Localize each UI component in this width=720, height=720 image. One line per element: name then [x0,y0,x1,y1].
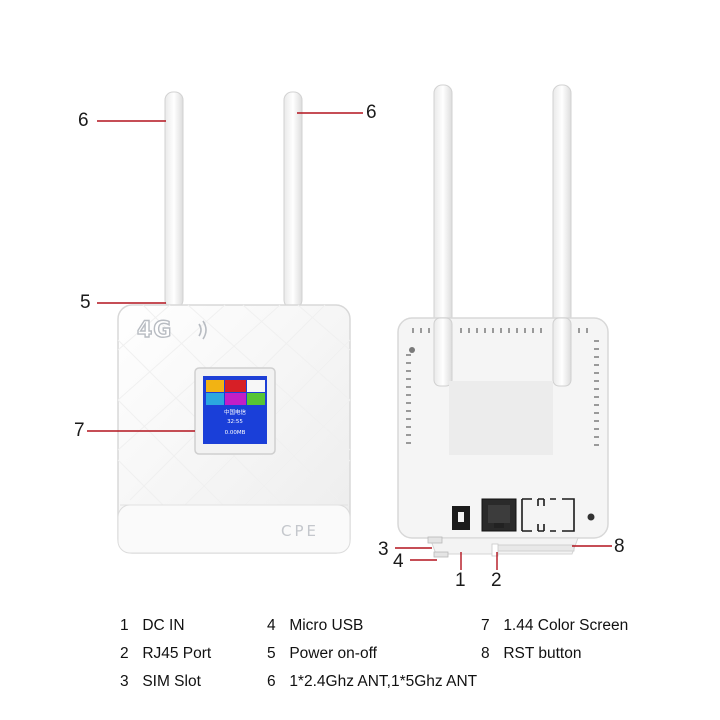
callout-rj45: 2 [491,570,502,591]
legend-text: Micro USB [289,617,364,634]
legend-num: 8 [481,645,490,662]
usb-slot [433,551,449,558]
legend-num: 1 [120,617,129,634]
legend-item: 7 1.44 Color Screen [481,617,628,635]
legend-text: DC IN [142,617,185,634]
lcd-time: 32:55 [227,419,243,425]
legend-text: 1*2.4Ghz ANT,1*5Ghz ANT [289,673,478,690]
front-antenna-right [283,91,303,309]
legend-item: 6 1*2.4Ghz ANT,1*5Ghz ANT [267,673,477,691]
lcd-screen: 中国电信 32:55 0.00MB [204,378,266,442]
callout-power: 5 [80,292,91,313]
legend-num: 5 [267,645,276,662]
legend-item: 4 Micro USB [267,617,363,635]
legend-text: Power on-off [289,645,377,662]
right-vents [594,340,599,446]
legend-num: 2 [120,645,129,662]
4g-logo: 4G [136,317,173,343]
callout-lines [87,112,612,570]
legend-num: 6 [267,673,276,690]
back-label-area [449,381,553,455]
legend-item: 8 RST button [481,645,581,663]
router-illustration [87,84,612,570]
legend-item: 3 SIM Slot [120,673,201,691]
legend-item: 2 RJ45 Port [120,645,211,663]
front-view [117,84,609,558]
cpe-label: CPE [281,522,319,540]
legend-item: 5 Power on-off [267,645,377,663]
legend-text: SIM Slot [142,673,201,690]
legend-num: 4 [267,617,276,634]
top-vents [412,328,588,333]
callout-rst: 8 [614,536,625,557]
callout-screen: 7 [74,420,85,441]
legend-text: 1.44 Color Screen [503,617,629,634]
lcd-carrier: 中国电信 [223,410,246,416]
callout-antenna-right: 6 [366,102,377,123]
callout-sim: 3 [378,539,389,560]
port-legend: 1 DC IN 4 Micro USB 7 1.44 Color Screen … [0,612,720,712]
rst-button [587,513,595,521]
legend-text: RST button [503,645,582,662]
sim-slot [427,536,443,544]
callout-dc: 1 [455,570,466,591]
front-antenna-left [164,91,184,309]
callout-usb: 4 [393,551,404,572]
callout-antenna-left: 6 [78,110,89,131]
legend-item: 1 DC IN [120,617,185,635]
legend-num: 3 [120,673,129,690]
back-view [397,84,609,558]
legend-num: 7 [481,617,490,634]
legend-text: RJ45 Port [142,645,212,662]
product-figure: 4G CPE 中国电信 32:55 0.00MB 6 6 5 7 3 4 1 2… [74,84,625,591]
left-vents [406,354,411,444]
lcd-data: 0.00MB [224,430,246,436]
